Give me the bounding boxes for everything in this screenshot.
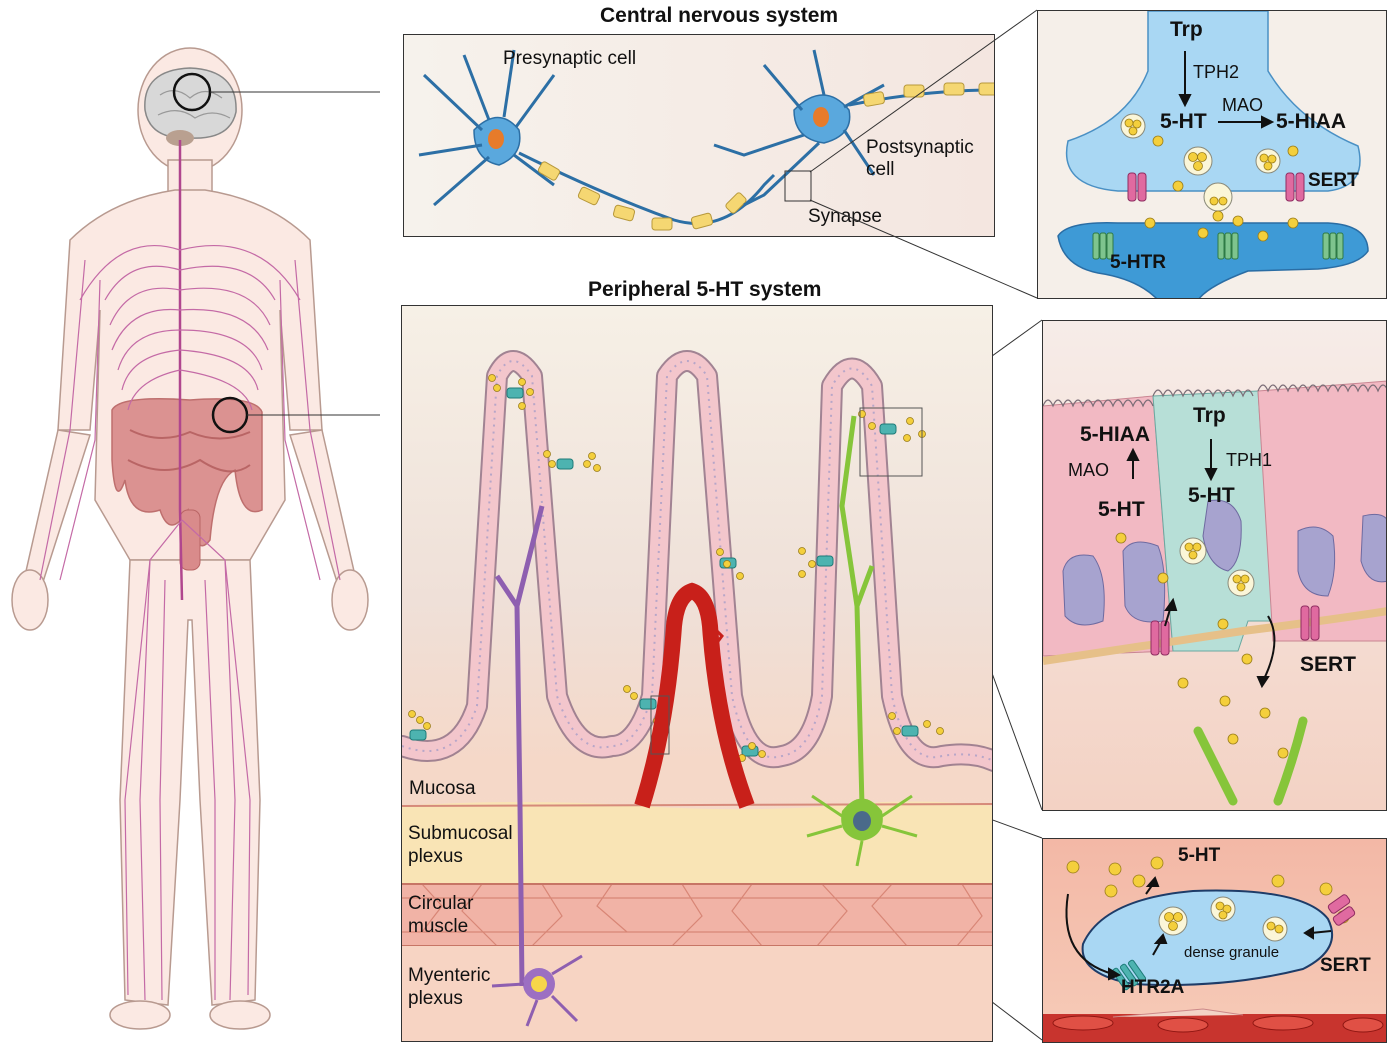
htr2a-label: HTR2A bbox=[1121, 977, 1185, 998]
submucosal-neuron bbox=[839, 415, 875, 807]
ec-trp-label: Trp bbox=[1193, 404, 1226, 427]
synapse-sert-label: SERT bbox=[1308, 170, 1359, 191]
gut-wall-panel bbox=[401, 305, 993, 1042]
myenteric-neuron bbox=[494, 505, 545, 987]
platelet-sert-label: SERT bbox=[1320, 955, 1371, 976]
synapse-box bbox=[784, 170, 812, 202]
ec-5ht-center-label: 5-HT bbox=[1188, 484, 1235, 507]
synapse-tph2-label: TPH2 bbox=[1193, 62, 1240, 82]
circular-muscle-label-2: muscle bbox=[408, 916, 469, 937]
presynaptic-label: Presynaptic cell bbox=[503, 48, 637, 69]
submucosal-label-1: Submucosal bbox=[408, 823, 513, 844]
ec-5ht-left-label: 5-HT bbox=[1098, 498, 1145, 521]
ec-tph1-label: TPH1 bbox=[1226, 450, 1273, 470]
myenteric-label-1: Myenteric bbox=[408, 965, 491, 986]
cns-heading: Central nervous system bbox=[600, 4, 839, 27]
synapse-5ht-label: 5-HT bbox=[1160, 110, 1207, 133]
platelet-5ht-label: 5-HT bbox=[1178, 845, 1221, 866]
ec-cell-detail-panel bbox=[1042, 320, 1387, 811]
synapse-label: Synapse bbox=[808, 206, 882, 227]
cns-neuron-panel bbox=[403, 34, 995, 237]
circular-muscle-label-1: Circular bbox=[408, 893, 474, 914]
postsynaptic-label-2: cell bbox=[866, 159, 895, 180]
submucosal-label-2: plexus bbox=[408, 846, 463, 867]
synapse-mao-label: MAO bbox=[1222, 95, 1264, 115]
peripheral-heading: Peripheral 5-HT system bbox=[588, 278, 822, 301]
human-body-figure bbox=[0, 40, 380, 1050]
synapse-5htr-label: 5-HTR bbox=[1110, 252, 1166, 273]
synapse-trp-label: Trp bbox=[1170, 18, 1203, 41]
synapse-5hiaa-label: 5-HIAA bbox=[1276, 110, 1347, 133]
ec-mao-label: MAO bbox=[1068, 460, 1110, 480]
ec-sert-label: SERT bbox=[1300, 653, 1357, 676]
platelet-detail-panel bbox=[1042, 838, 1387, 1043]
myenteric-label-2: plexus bbox=[408, 988, 463, 1009]
postsynaptic-label-1: Postsynaptic bbox=[866, 137, 974, 158]
mucosa-label: Mucosa bbox=[409, 778, 476, 799]
synapse-detail-panel bbox=[1037, 10, 1387, 299]
ec-5hiaa-label: 5-HIAA bbox=[1080, 423, 1151, 446]
dense-granule-label: dense granule bbox=[1184, 944, 1280, 961]
